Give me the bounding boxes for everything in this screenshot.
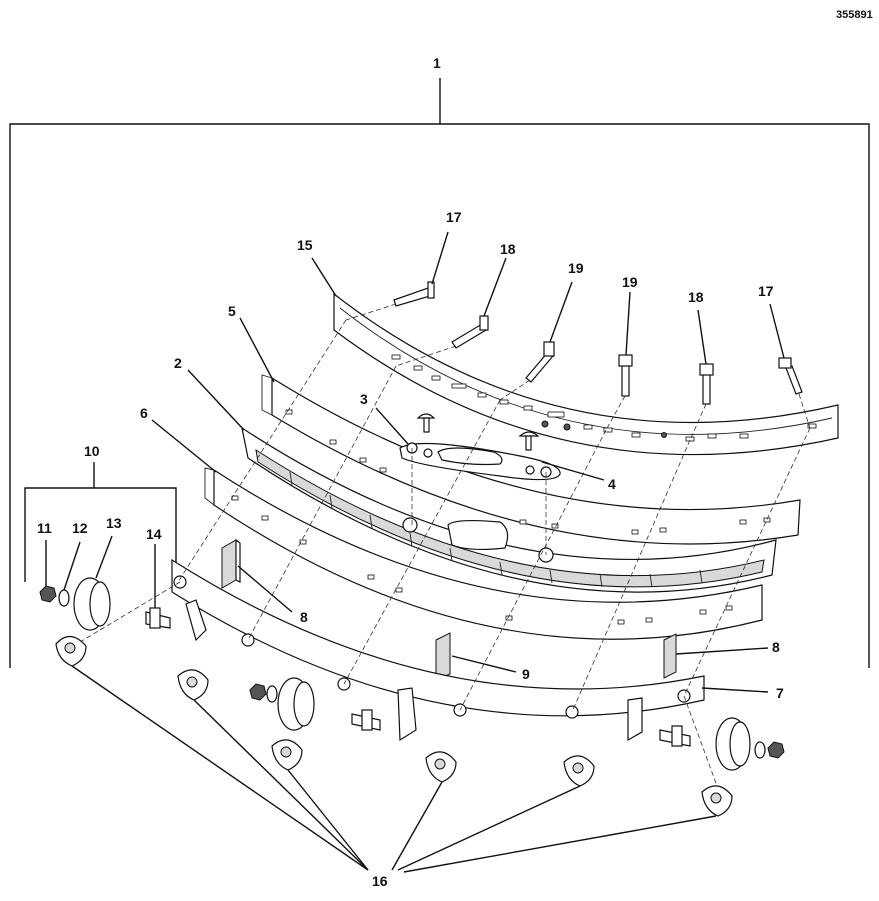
callout-15: 15: [297, 237, 313, 253]
callout-17-right: 17: [758, 283, 774, 299]
plate-part-6: [204, 467, 763, 640]
bolt-part-19-left: [525, 341, 555, 383]
assembly-bracket: [9, 78, 870, 668]
bolt-part-18-right: [699, 363, 714, 405]
grommet-6: [701, 785, 733, 817]
callout-19-right: 19: [622, 274, 638, 290]
grommet-1: [55, 635, 87, 667]
wheel-assembly-right: [659, 717, 785, 771]
top-rail-part-15: [333, 292, 839, 456]
grommet-5: [563, 755, 595, 787]
callout-4: 4: [608, 476, 616, 492]
callout-8-right: 8: [772, 639, 780, 655]
tab-part-8: [221, 538, 677, 679]
screw-part-4: [416, 413, 540, 451]
rail-slots: [391, 354, 817, 442]
callout-11: 11: [37, 520, 52, 536]
alignment-lines: [69, 303, 811, 795]
callout-9: 9: [522, 666, 530, 682]
callout-16: 16: [372, 873, 388, 889]
wheel-assembly-middle: [249, 677, 381, 731]
bolt-part-17-right: [778, 357, 803, 395]
callout-19-left: 19: [568, 260, 584, 276]
callout-2: 2: [174, 355, 182, 371]
grommet-2: [177, 669, 209, 701]
grommet-4: [425, 751, 457, 783]
grate-ribs: [289, 471, 703, 588]
callout-12: 12: [72, 520, 88, 536]
callout-3: 3: [360, 391, 368, 407]
tab-part-9: [435, 632, 451, 681]
grate-part-2: [241, 426, 777, 593]
bolt-part-19-right: [618, 354, 633, 397]
callout-7: 7: [776, 685, 784, 701]
handle-bracket-part-3: [399, 442, 561, 481]
callout-18-right: 18: [688, 289, 704, 305]
callout-5: 5: [228, 303, 236, 319]
bolt-part-18-left: [451, 315, 489, 349]
callout-17-left: 17: [446, 209, 462, 225]
callout-18-left: 18: [500, 241, 516, 257]
callout-14: 14: [146, 526, 162, 542]
callout-1: 1: [433, 55, 441, 71]
leader-lines: [45, 231, 785, 873]
callout-13: 13: [106, 515, 122, 531]
callout-6: 6: [140, 405, 148, 421]
callout-8-left: 8: [300, 609, 308, 625]
bolt-part-17-left: [393, 281, 435, 307]
wheel-assembly-left: [39, 577, 171, 631]
drawing-id: 355891: [836, 9, 873, 21]
subassembly-bracket: [24, 462, 177, 582]
callout-10: 10: [84, 443, 100, 459]
grommet-set-part-16: [55, 635, 733, 817]
grommet-3: [271, 739, 303, 771]
callout-labels: 1 2 3 4 5 6 7 8 8 9 10 11 12 13 14 15 16…: [37, 55, 784, 889]
